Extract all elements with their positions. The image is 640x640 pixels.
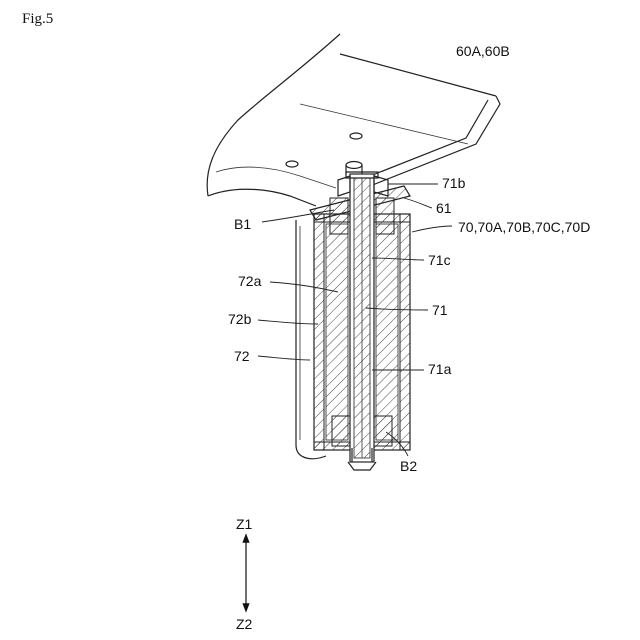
label-tube-inner: 72a [238, 273, 262, 289]
axis-indicator: Z1 Z2 [236, 516, 253, 632]
label-shaft-body: 71a [428, 361, 452, 377]
figure-title: Fig.5 [22, 11, 53, 27]
label-shaft: 71 [432, 302, 448, 318]
label-unit: 70,70A,70B,70C,70D [458, 219, 590, 235]
axis-up-label: Z1 [236, 516, 253, 532]
label-lower-bush: B2 [400, 458, 417, 474]
label-tube-wall: 72b [228, 311, 252, 327]
label-top-end: 71b [442, 175, 466, 191]
label-core: 71c [428, 252, 451, 268]
label-upper-bush: B1 [234, 216, 251, 232]
label-tube: 72 [234, 348, 250, 364]
shaft-71 [346, 172, 378, 470]
axis-down-label: Z2 [236, 616, 253, 632]
label-plate: 61 [436, 200, 452, 216]
label-assembly: 60A,60B [456, 43, 510, 59]
